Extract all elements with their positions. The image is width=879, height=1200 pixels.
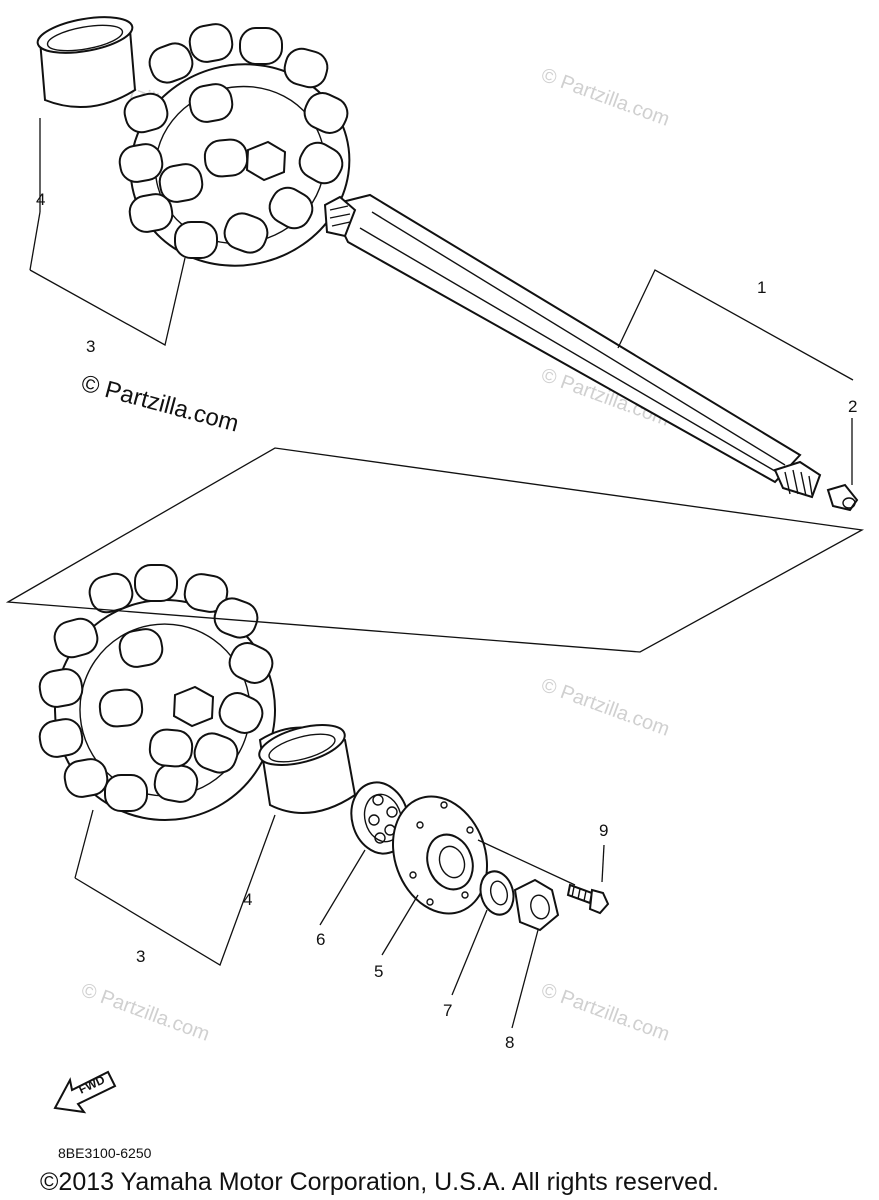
callout-9: 9 xyxy=(599,821,608,840)
fwd-direction-arrow: FWD xyxy=(53,1070,117,1114)
part-1-drive-shaft xyxy=(323,193,822,499)
diagram-code: 8BE3100-6250 xyxy=(58,1145,152,1161)
assembly-outline xyxy=(5,447,865,653)
callout-5: 5 xyxy=(374,962,383,981)
assembly-axis-line xyxy=(477,839,576,886)
part-4-top-collar xyxy=(36,16,137,109)
callout-7: 7 xyxy=(443,1001,452,1020)
callout-3-top: 3 xyxy=(86,337,95,356)
callout-4-bottom: 4 xyxy=(243,890,252,909)
callout-1: 1 xyxy=(757,278,766,297)
part-7-washer xyxy=(479,870,515,916)
copyright-notice: ©2013 Yamaha Motor Corporation, U.S.A. A… xyxy=(40,1168,719,1196)
watermark: © Partzilla.com xyxy=(538,979,672,1046)
watermark: © Partzilla.com xyxy=(538,64,672,131)
callout-leaders xyxy=(29,118,854,1029)
callout-2: 2 xyxy=(848,397,857,416)
callout-8: 8 xyxy=(505,1033,514,1052)
part-2-nut xyxy=(826,483,859,512)
part-3-bottom-sprocket xyxy=(38,564,276,821)
callout-3-bottom: 3 xyxy=(136,947,145,966)
watermark: © Partzilla.com xyxy=(538,674,672,741)
part-8-hex-nut xyxy=(513,878,560,932)
watermark-main: © Partzilla.com xyxy=(78,370,241,438)
part-5-flange-plate xyxy=(391,795,489,915)
callout-labels: 1 2 4 3 4 3 6 5 7 8 9 xyxy=(36,190,857,1052)
callout-4-top: 4 xyxy=(36,190,45,209)
part-4-bottom-collar xyxy=(258,724,357,814)
callout-6: 6 xyxy=(316,930,325,949)
part-3-top-sprocket xyxy=(118,23,351,267)
watermark: © Partzilla.com xyxy=(78,979,212,1046)
part-9-bolt xyxy=(566,883,610,915)
